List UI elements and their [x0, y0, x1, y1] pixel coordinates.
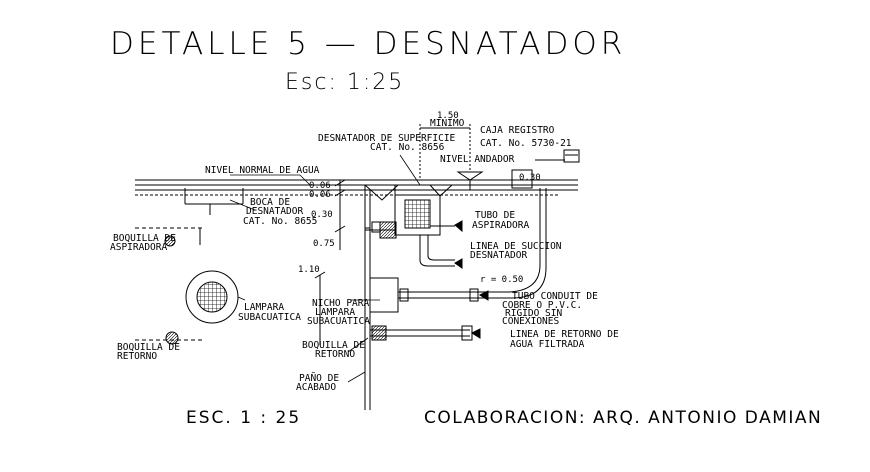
label-150: 1.50: [437, 111, 459, 121]
lampara-leader: [237, 296, 246, 301]
label-desnatador-sup-1: DESNATADOR DE SUPERFICIE: [318, 133, 456, 144]
caja-registro-cover: [563, 149, 580, 163]
suction-pipe-inner: [427, 235, 455, 261]
label-lampara-2: SUBACUATICA: [238, 312, 301, 323]
skimmer-basket: [404, 199, 431, 229]
suction-end-icon: [454, 258, 463, 269]
label-tubo-asp-2: ASPIRADORA: [472, 220, 529, 231]
label-tubo-asp-1: TUBO DE: [475, 210, 515, 221]
label-dim-075: 0.75: [313, 239, 335, 249]
label-conduit-3: RIGIDO SIN: [505, 308, 562, 319]
return-coupler: [461, 325, 473, 341]
dim-tick-1: [334, 179, 346, 187]
skimmer-basket-housing: [394, 194, 441, 236]
label-nivel-agua: NIVEL NORMAL DE AGUA: [205, 165, 320, 176]
footer-scale: ESC. 1 : 25: [186, 408, 302, 428]
skimmer-fitting: [379, 221, 397, 239]
label-conduit-2: COBRE O P.V.C.: [502, 300, 582, 311]
return-end-icon: [470, 328, 481, 339]
drawing-scale: Esc: 1:25: [285, 70, 405, 95]
label-conduit-1: TUBO CONDUIT DE: [512, 291, 598, 302]
label-boca-3: CAT. No. 8655: [243, 216, 317, 227]
label-caja-1: CAJA REGISTRO: [480, 125, 555, 136]
skimmer-lid: [429, 184, 453, 197]
conduit-curve-outer: [480, 188, 541, 293]
nivel-agua-leader-tip: [299, 174, 311, 186]
label-pano-2: ACABADO: [296, 382, 336, 393]
skimmer-port-icon: [371, 221, 381, 233]
lamp-niche-box: [369, 277, 399, 313]
footer-credit: COLABORACION: ARQ. ANTONIO DAMIAN: [424, 408, 823, 428]
desnatador-sup-leader: [399, 154, 421, 186]
annotations: 1.50 MINIMO DESNATADOR DE SUPERFICIE CAT…: [110, 111, 619, 393]
caja-registro: [511, 169, 533, 189]
label-nicho-1: NICHO PARA: [312, 298, 369, 309]
skimmer-throat: [364, 184, 399, 201]
label-desnatador-sup-2: CAT. No. 8656: [370, 142, 445, 153]
boca-leader: [229, 199, 256, 211]
label-boca-2: DESNATADOR: [246, 206, 303, 217]
label-lampara-1: LAMPARA: [244, 302, 284, 313]
dim-tick-2: [334, 189, 346, 197]
label-linea-succion-2: DESNATADOR: [470, 250, 527, 261]
label-boquilla-ret-l-1: BOQUILLA DE: [117, 342, 180, 353]
label-nicho-2: LAMPARA: [315, 307, 355, 318]
dim-tick-3: [334, 225, 346, 233]
label-dim-030a: 0.30: [311, 210, 333, 220]
label-nivel-andador: NIVEL ANDADOR: [440, 154, 515, 165]
label-boquilla-ret-l-2: RETORNO: [117, 351, 157, 362]
boquilla-retorno-leader: [347, 337, 369, 353]
conduit-coupler-left: [399, 288, 409, 302]
suction-pipe-outer: [419, 235, 455, 267]
pano-leader: [347, 371, 366, 383]
conduit-end-icon: [478, 290, 489, 301]
label-dim-006a: 0.06: [309, 181, 331, 191]
label-linea-retorno-2: AGUA FILTRADA: [510, 339, 585, 350]
label-boquilla-asp-2: ASPIRADORA: [110, 242, 167, 253]
boquilla-retorno-left-icon: [165, 331, 179, 345]
label-r-value: r = 0.50: [480, 275, 523, 285]
label-dim-110: 1.10: [298, 265, 320, 275]
dim-110-tick-top: [314, 271, 326, 279]
label-boca-1: BOCA DE: [250, 197, 290, 208]
boquilla-aspiradora-left-icon: [164, 235, 176, 247]
label-boquilla-asp-1: BOQUILLA DE: [113, 233, 176, 244]
conduit-curve-inner: [480, 188, 547, 299]
drawing-title: DETALLE 5 — DESNATADOR: [110, 26, 627, 62]
label-nicho-3: SUBACUATICA: [307, 316, 370, 327]
label-minimo: MINIMO: [430, 118, 465, 129]
conduit-coupler-right: [469, 288, 479, 302]
return-fitting: [371, 325, 387, 341]
label-pano-1: PAÑO DE: [299, 373, 339, 384]
label-dim-006b: 0.06: [309, 190, 331, 200]
label-boquilla-ret-c-2: RETORNO: [315, 349, 355, 360]
tubo-aspiradora-end-icon: [454, 220, 463, 233]
label-dim-030b: 0.30: [519, 173, 541, 183]
label-linea-retorno-1: LINEA DE RETORNO DE: [510, 329, 619, 340]
underwater-lamp: [185, 270, 239, 324]
label-boquilla-ret-c-1: BOQUILLA DE: [302, 340, 365, 351]
label-conduit-4: CONEXIONES: [502, 316, 559, 327]
label-caja-2: CAT. No. 5730-21: [480, 138, 572, 149]
nivel-andador-marker: [456, 171, 484, 181]
label-linea-succion-1: LINEA DE SUCCION: [470, 241, 562, 252]
